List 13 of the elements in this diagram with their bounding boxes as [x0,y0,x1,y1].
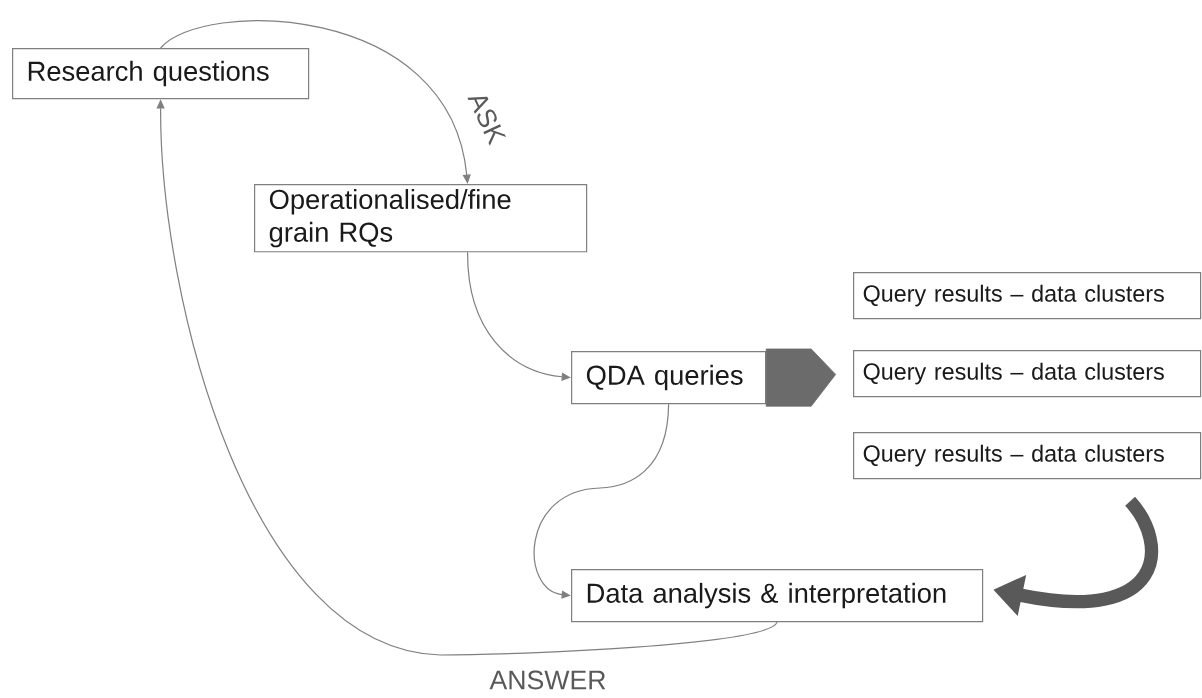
process-box: Query results – data clusters [853,432,1202,480]
arrow [533,403,670,599]
process-box: Query results – data clusters [853,272,1202,320]
process-box: Query results – data clusters [853,350,1202,398]
arrow [467,251,571,381]
edge-label: ASK [465,88,509,148]
edge-label: ANSWER [488,669,608,691]
process-box: Research questions [12,48,310,100]
process-box: QDA queries [571,351,767,405]
process-box: Data analysis & interpretation [571,569,984,623]
process-box: Operationalised/fine grain RQs [254,184,588,253]
arrow [160,20,471,184]
block-arrow [765,348,837,407]
